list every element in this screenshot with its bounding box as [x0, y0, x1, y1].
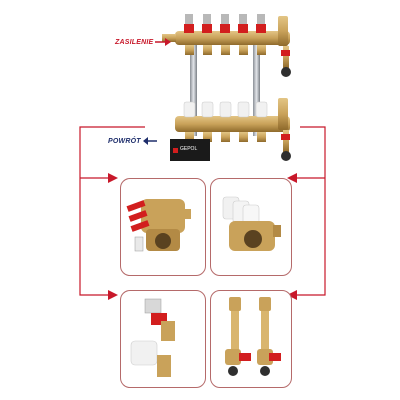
detail-panel-white-caps [210, 178, 292, 276]
detail-panel-red-valves [120, 178, 206, 276]
detail-panel-loose-valves [120, 290, 206, 388]
arrow-right-icon [155, 37, 171, 47]
detail-panel-air-vents [210, 290, 292, 388]
return-label: POWRÓT [108, 138, 141, 145]
manifold-assembly [150, 6, 310, 171]
supply-label: ZASILENIE [115, 39, 154, 46]
arrow-left-icon [143, 136, 157, 146]
brand-label: GEPOL [180, 146, 198, 152]
